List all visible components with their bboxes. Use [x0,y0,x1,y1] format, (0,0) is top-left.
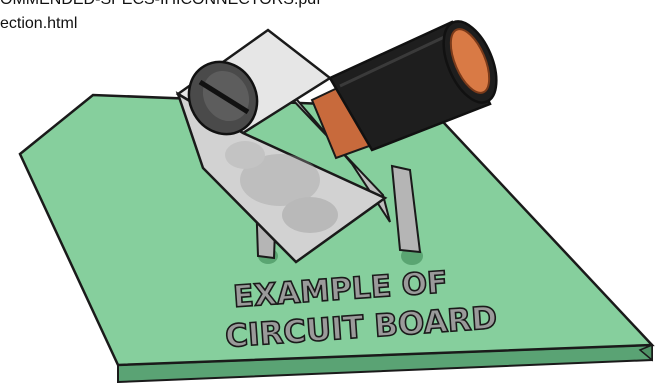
file-name-text: OMMENDED-SPECS-IHICONNECTORS.pdf [0,0,321,9]
board-right-edge [638,343,653,362]
page-name-text: ection.html [0,15,78,32]
copper-strand-end [449,28,491,94]
lug-texture [225,141,338,233]
screw-icon [187,60,259,136]
wire-highlight [339,30,456,88]
lug-leg-right [390,164,422,254]
